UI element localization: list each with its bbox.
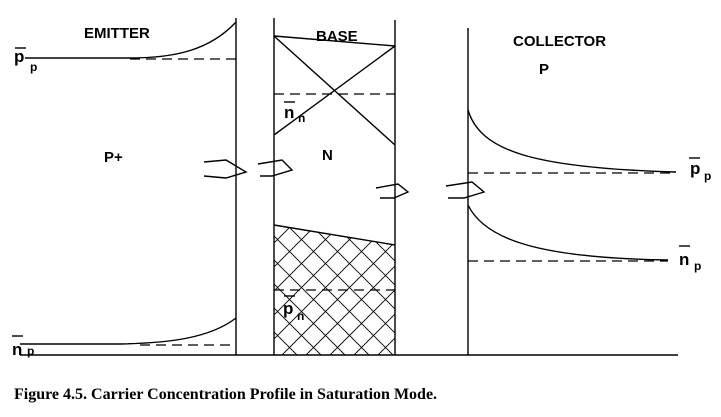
base-type-label: N bbox=[322, 147, 333, 164]
hatch-line bbox=[138, 220, 273, 355]
hatch-line bbox=[274, 225, 346, 355]
svg-text:n: n bbox=[297, 309, 304, 323]
hatch-line bbox=[570, 220, 705, 355]
base-minority-symbol: p n bbox=[283, 295, 304, 323]
hatch-line bbox=[474, 220, 609, 355]
svg-text:n: n bbox=[12, 340, 22, 359]
hatch-line bbox=[450, 220, 585, 355]
collector-majority-symbol: p p bbox=[689, 157, 711, 183]
hatch-line bbox=[522, 220, 657, 355]
figure-caption: Figure 4.5. Carrier Concentration Profil… bbox=[14, 386, 437, 403]
hatch-line bbox=[546, 220, 681, 355]
hatch-line bbox=[329, 225, 395, 355]
emitter-minority-symbol: n p bbox=[12, 335, 34, 359]
hatch-line bbox=[450, 220, 585, 355]
base-top-line bbox=[273, 35, 396, 47]
emitter-type-label: P+ bbox=[104, 149, 123, 166]
collector-label: COLLECTOR bbox=[513, 33, 606, 50]
svg-text:p: p bbox=[690, 159, 700, 178]
emitter-majority-curve bbox=[25, 21, 237, 59]
base-minority-top-line bbox=[273, 224, 396, 246]
base-cross-line-2 bbox=[273, 45, 396, 136]
collector-type-label: P bbox=[539, 61, 549, 78]
hatch-line bbox=[377, 225, 395, 355]
hatch-line bbox=[305, 225, 395, 355]
hatch-line bbox=[274, 225, 394, 355]
collector-majority-curve bbox=[467, 109, 677, 173]
emitter-minority-curve bbox=[20, 317, 237, 345]
svg-text:n: n bbox=[298, 111, 305, 125]
break-mark-base-right bbox=[375, 183, 410, 199]
hatch-line bbox=[570, 220, 705, 355]
svg-text:n: n bbox=[679, 250, 689, 269]
svg-text:p: p bbox=[704, 169, 711, 183]
hatch-line bbox=[426, 220, 561, 355]
hatch-line bbox=[402, 220, 537, 355]
hatch-line bbox=[274, 225, 298, 355]
svg-text:p: p bbox=[694, 259, 701, 273]
hatch-line bbox=[138, 220, 273, 355]
hatch-line bbox=[274, 225, 322, 355]
collector-minority-curve bbox=[467, 204, 669, 261]
break-mark-emitter bbox=[203, 159, 248, 179]
hatch-line bbox=[274, 225, 298, 355]
svg-text:p: p bbox=[283, 299, 293, 318]
hatch-line bbox=[498, 220, 633, 355]
emitter-majority-symbol: p p bbox=[14, 47, 37, 74]
hatch-line bbox=[274, 225, 370, 355]
collector-minority-symbol: n p bbox=[679, 245, 701, 273]
hatch-line bbox=[402, 220, 537, 355]
base-label: BASE bbox=[316, 28, 358, 45]
hatch-line bbox=[274, 225, 322, 355]
hatch-line bbox=[114, 220, 249, 355]
hatch-line bbox=[474, 220, 609, 355]
hatch-line bbox=[114, 220, 249, 355]
hatch-line bbox=[353, 225, 395, 355]
svg-text:p: p bbox=[27, 344, 34, 358]
hatch-line bbox=[353, 225, 395, 355]
svg-text:p: p bbox=[30, 60, 37, 74]
break-mark-base-left bbox=[257, 159, 294, 177]
base-majority-symbol: n n bbox=[284, 101, 305, 125]
emitter-label: EMITTER bbox=[84, 25, 150, 42]
hatch-line bbox=[498, 220, 633, 355]
hatch-line bbox=[281, 225, 395, 355]
svg-text:n: n bbox=[284, 103, 294, 122]
break-mark-collector bbox=[445, 181, 486, 199]
hatch-line bbox=[426, 220, 561, 355]
base-minority-hatching bbox=[114, 220, 705, 355]
svg-text:p: p bbox=[14, 47, 24, 66]
hatch-line bbox=[377, 225, 395, 355]
hatch-line bbox=[546, 220, 681, 355]
hatch-line bbox=[329, 225, 395, 355]
hatch-line bbox=[522, 220, 657, 355]
